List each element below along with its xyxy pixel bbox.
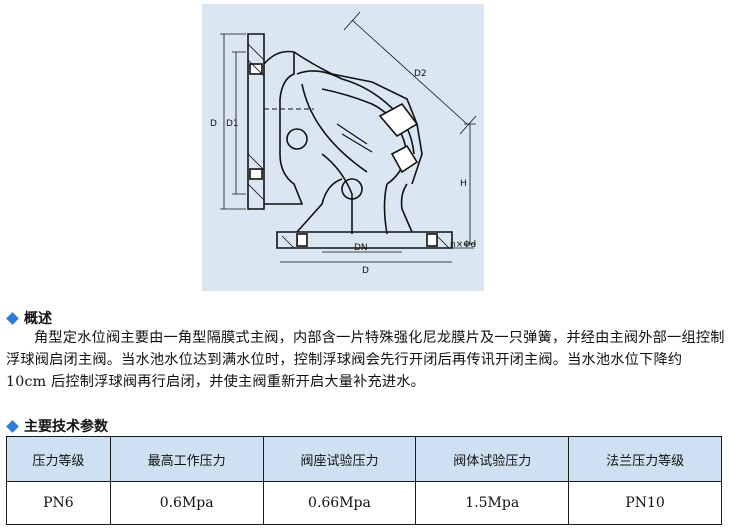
table-row: PN6 0.6Mpa 0.66Mpa 1.5Mpa PN10 — [6, 481, 722, 525]
specs-table: 压力等级 最高工作压力 阀座试验压力 阀体试验压力 法兰压力等级 PN6 0.6… — [6, 436, 722, 525]
overview-heading: 概述 — [4, 308, 52, 328]
specs-cell: 0.66Mpa — [262, 481, 417, 525]
dim-label-d2: D2 — [414, 69, 427, 79]
overview-paragraph: 角型定水位阀主要由一角型隔膜式主阀，内部含一片特殊强化尼龙膜片及一只弹簧，并经由… — [6, 330, 725, 390]
dim-label-dn: DN — [354, 243, 368, 253]
specs-header-cell: 阀体试验压力 — [415, 436, 570, 482]
dim-label-h: H — [460, 179, 467, 189]
specs-cell: PN10 — [568, 481, 722, 525]
specs-header-row: 压力等级 最高工作压力 阀座试验压力 阀体试验压力 法兰压力等级 — [6, 436, 722, 482]
dim-label-d1: D1 — [226, 119, 239, 129]
specs-header-cell: 阀座试验压力 — [262, 436, 417, 482]
specs-header-cell: 最高工作压力 — [109, 436, 264, 482]
dim-label-nxd: n×Φd — [450, 240, 476, 250]
specs-heading: 主要技术参数 — [4, 416, 108, 436]
overview-heading-text: 概述 — [24, 311, 52, 327]
valve-technical-drawing: D D1 D2 H DN D n×Φd — [202, 4, 484, 291]
specs-header-cell: 压力等级 — [6, 436, 111, 482]
specs-cell: PN6 — [6, 481, 111, 525]
specs-header-cell: 法兰压力等级 — [568, 436, 722, 482]
specs-cell: 1.5Mpa — [415, 481, 570, 525]
dim-label-d-bottom: D — [362, 266, 369, 276]
dim-label-d: D — [210, 119, 217, 129]
diamond-bullet-icon — [6, 311, 19, 325]
specs-heading-text: 主要技术参数 — [24, 419, 108, 435]
valve-drawing-svg: D D1 D2 H DN D n×Φd — [210, 11, 477, 276]
diamond-bullet-icon — [6, 419, 19, 433]
specs-cell: 0.6Mpa — [109, 481, 264, 525]
